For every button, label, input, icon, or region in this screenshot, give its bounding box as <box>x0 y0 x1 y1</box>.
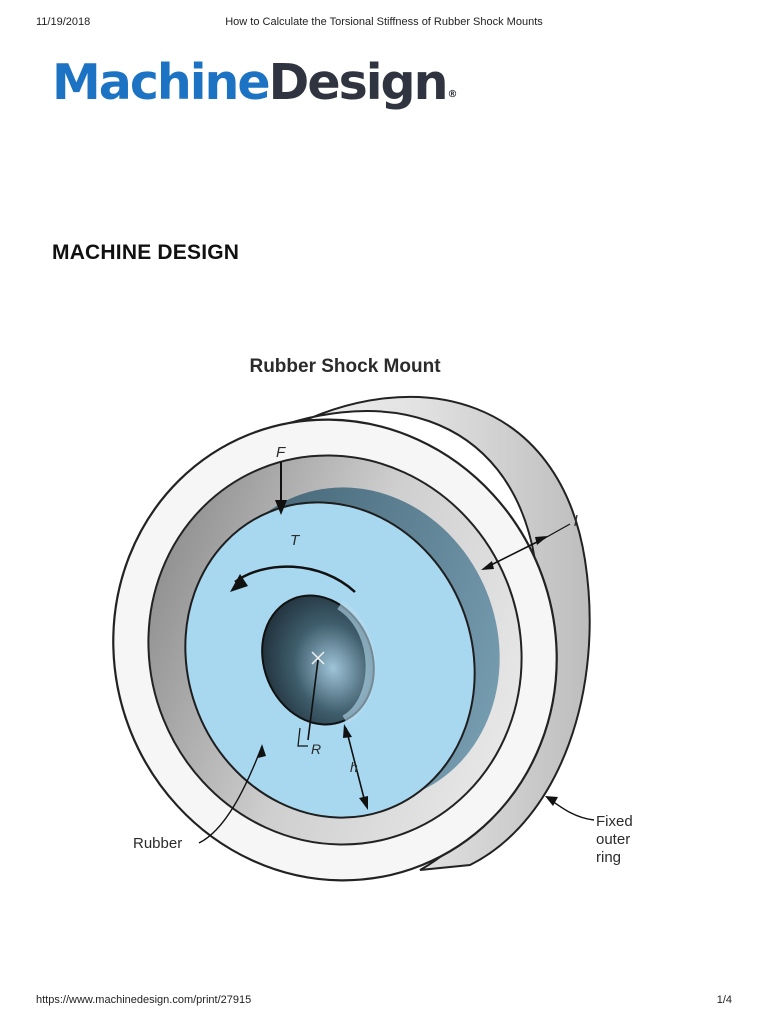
torque-arrow <box>230 565 356 593</box>
outer-ring-leader <box>545 796 595 821</box>
machine-design-logo[interactable]: MachineDesign® <box>52 58 458 107</box>
height-dimension <box>343 724 368 810</box>
outer-ring-label-1: Fixed <box>596 813 633 830</box>
rubber-leader <box>198 744 266 844</box>
print-header-title: How to Calculate the Torsional Stiffness… <box>225 16 543 28</box>
torque-label: T <box>290 532 301 549</box>
height-label: h <box>350 759 358 775</box>
radius-label: R <box>311 741 321 757</box>
force-arrow <box>275 462 287 515</box>
outer-ring-label-3: ring <box>596 849 621 866</box>
logo-word-design: Design <box>268 54 449 111</box>
print-date: 11/19/2018 <box>36 16 91 28</box>
section-title: MACHINE DESIGN <box>52 241 240 264</box>
radius-dimension <box>297 659 319 747</box>
print-url[interactable]: https://www.machinedesign.com/print/2791… <box>36 994 252 1006</box>
length-dimension <box>481 523 571 570</box>
center-mark <box>311 651 325 665</box>
logo-word-machine: Machine <box>52 54 271 111</box>
outer-ring-label-2: outer <box>596 831 630 848</box>
figure-title: Rubber Shock Mount <box>249 356 441 377</box>
length-label: l <box>574 513 578 530</box>
rubber-label: Rubber <box>133 835 182 852</box>
registered-mark: ® <box>447 89 458 100</box>
page-number: 1/4 <box>716 994 732 1006</box>
force-label: F <box>276 444 286 461</box>
